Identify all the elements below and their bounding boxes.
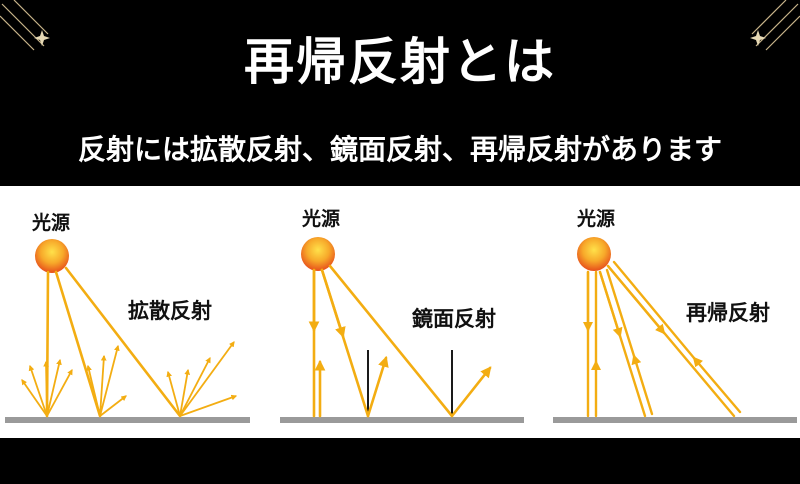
scattered-ray xyxy=(179,394,238,417)
retroreflection-label: 再帰反射 xyxy=(686,301,770,325)
scattered-ray xyxy=(179,356,211,417)
scattered-ray xyxy=(99,354,107,417)
sparkle-decoration-left-icon xyxy=(0,0,50,51)
scattered-ray xyxy=(46,358,62,417)
incident-ray xyxy=(328,264,454,418)
incident-ray xyxy=(64,266,182,418)
incident-ray xyxy=(54,270,102,418)
panel-retroreflection: 光源 再帰反射 xyxy=(553,207,797,423)
panel-specular: 光源 鏡面反射 xyxy=(280,207,524,423)
light-source-label: 光源 xyxy=(301,207,340,230)
panel-diffuse: 光源 xyxy=(5,211,250,423)
incident-ray-arrow xyxy=(606,264,666,335)
retroreflected-ray xyxy=(692,356,742,414)
bottom-band xyxy=(0,438,800,484)
scattered-ray xyxy=(43,360,49,417)
scattered-ray xyxy=(99,344,120,417)
scattered-ray xyxy=(46,368,73,417)
scattered-ray xyxy=(99,395,127,417)
reflective-surface xyxy=(280,417,524,423)
reflected-ray xyxy=(366,355,389,418)
light-source-label: 光源 xyxy=(31,211,70,234)
scattered-ray xyxy=(86,364,101,417)
incident-ray-arrow xyxy=(320,268,346,339)
diffuse-reflection-label: 拡散反射 xyxy=(128,299,212,323)
reflective-surface xyxy=(553,417,797,423)
scattered-ray xyxy=(21,379,48,417)
retroreflected-ray xyxy=(612,260,696,360)
light-source-icon xyxy=(35,239,69,273)
subtitle: 反射には拡散反射、鏡面反射、再帰反射があります xyxy=(77,133,722,166)
specular-reflection-label: 鏡面反射 xyxy=(412,307,496,331)
scattered-ray xyxy=(179,368,191,417)
light-source-label: 光源 xyxy=(576,207,615,230)
retroreflected-ray xyxy=(605,268,636,358)
reflected-ray xyxy=(450,366,492,418)
diagram-area xyxy=(0,186,800,438)
main-title: 再帰反射とは xyxy=(244,33,556,91)
sparkle-decoration-right-icon xyxy=(750,0,800,51)
retroreflected-ray xyxy=(631,354,654,416)
reflective-surface xyxy=(5,417,250,423)
scattered-ray xyxy=(166,370,181,417)
incident-ray-arrow xyxy=(598,270,623,338)
light-source-icon xyxy=(577,237,611,271)
scattered-ray xyxy=(28,364,48,417)
light-source-icon xyxy=(301,237,335,271)
scattered-ray xyxy=(179,341,235,417)
